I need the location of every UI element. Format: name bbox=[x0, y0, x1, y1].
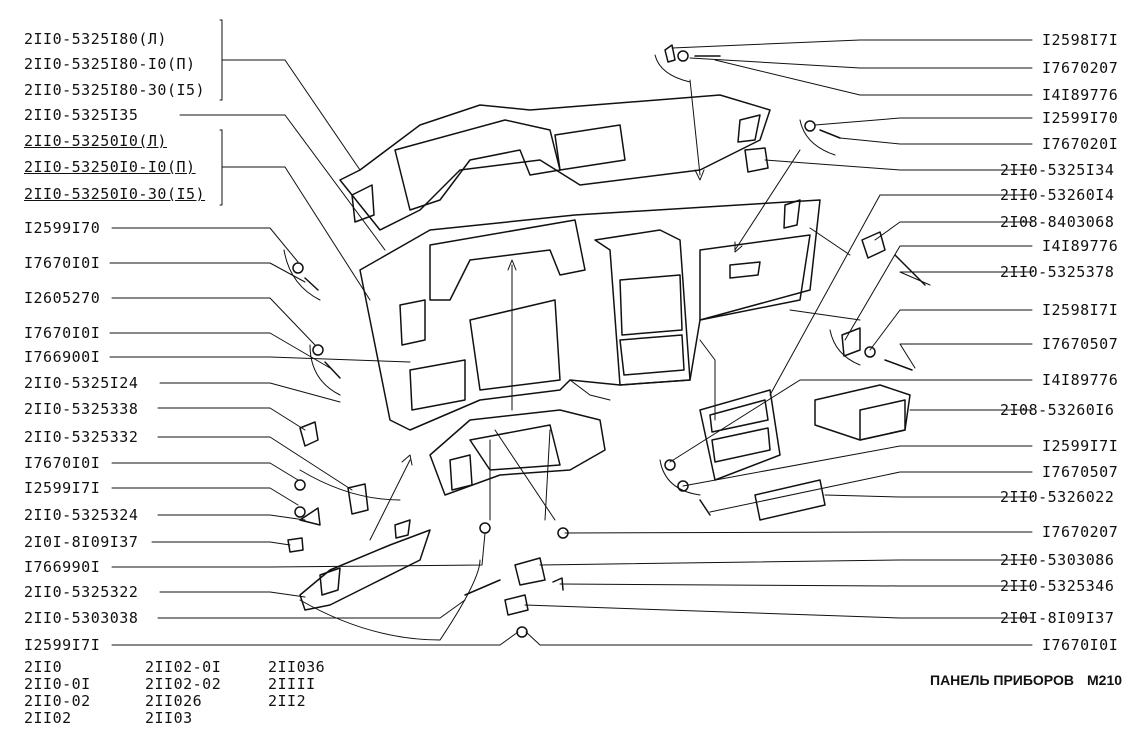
part-label: I767020I bbox=[1042, 135, 1119, 153]
model-list-col-3: 2II036 2IIII 2II2 bbox=[268, 659, 325, 710]
top-pad-part bbox=[339, 94, 771, 231]
model-code: 2II02-0I bbox=[145, 658, 222, 676]
part-label: I7670I0I bbox=[24, 254, 101, 272]
part-label: 2II0-53250I0-I0(П) bbox=[24, 158, 196, 176]
console-lid-part bbox=[754, 479, 826, 521]
part-label: I2598I7I bbox=[1042, 301, 1119, 319]
model-code: 2II026 bbox=[145, 692, 203, 710]
part-label: I7670I0I bbox=[24, 454, 101, 472]
part-label: 2I0I-8I09I37 bbox=[1000, 609, 1115, 627]
part-label: 2II0-5325332 bbox=[24, 428, 139, 446]
model-code: 2II02 bbox=[24, 709, 72, 727]
part-label: 2II0-5325I80-I0(П) bbox=[24, 55, 196, 73]
part-label: 2II0-5325322 bbox=[24, 583, 139, 601]
part-label: I4I89776 bbox=[1042, 86, 1119, 104]
part-label: I7670207 bbox=[1042, 59, 1119, 77]
main-panel-part bbox=[359, 199, 821, 431]
part-label: 2II0-5325378 bbox=[1000, 263, 1115, 281]
part-label: 2II0-5325I80-30(I5) bbox=[24, 81, 206, 99]
part-label: 2II0-53260I4 bbox=[1000, 186, 1115, 204]
part-label: I7670507 bbox=[1042, 463, 1119, 481]
glovebox-lid-part bbox=[299, 519, 431, 611]
part-label: 2I08-8403068 bbox=[1000, 213, 1115, 231]
part-label: I7670I0I bbox=[24, 324, 101, 342]
part-label: I2599I7I bbox=[1042, 437, 1119, 455]
part-label: I2599I70 bbox=[24, 219, 101, 237]
part-label: 2II0-5325324 bbox=[24, 506, 139, 524]
part-label: 2II0-5325I24 bbox=[24, 374, 139, 392]
part-label: I7670207 bbox=[1042, 523, 1119, 541]
part-label: 2I0I-8I09I37 bbox=[24, 533, 139, 551]
part-label: 2II0-5325I80(Л) bbox=[24, 30, 167, 48]
part-label: 2II0-5325I35 bbox=[24, 106, 139, 124]
part-label: I2599I7I bbox=[24, 479, 101, 497]
part-label: 2II0-5325I34 bbox=[1000, 161, 1115, 179]
sheet-title: ПАНЕЛЬ ПРИБОРОВ bbox=[930, 672, 1074, 688]
right-leader-lines bbox=[524, 39, 1033, 646]
part-label: I2599I70 bbox=[1042, 109, 1119, 127]
part-label: I766900I bbox=[24, 348, 101, 366]
part-label: I7670I0I bbox=[1042, 636, 1119, 654]
group-arcs bbox=[283, 54, 861, 641]
part-label: I4I89776 bbox=[1042, 237, 1119, 255]
left-leader-lines bbox=[109, 19, 519, 646]
part-label: I7670507 bbox=[1042, 335, 1119, 353]
part-label: I2599I7I bbox=[24, 636, 101, 654]
model-code: 2IIII bbox=[268, 675, 316, 693]
part-label: 2II0-53250I0-30(I5) bbox=[24, 185, 206, 203]
part-label: 2II0-53250I0(Л) bbox=[24, 132, 167, 150]
cluster-bezel-part bbox=[429, 409, 606, 496]
model-code: 2II0-02 bbox=[24, 692, 91, 710]
pocket-box-part bbox=[814, 384, 911, 441]
fasteners bbox=[287, 44, 926, 638]
part-label: 2II0-5326022 bbox=[1000, 488, 1115, 506]
model-list-col-1: 2II0 2II0-0I 2II0-02 2II02 bbox=[24, 659, 91, 727]
model-code: 2II03 bbox=[145, 709, 193, 727]
model-code: 2II2 bbox=[268, 692, 307, 710]
part-label: 2II0-5325346 bbox=[1000, 577, 1115, 595]
part-label: 2II0-5303038 bbox=[24, 609, 139, 627]
console-frame-part bbox=[699, 389, 781, 481]
model-list-col-2: 2II02-0I 2II02-02 2II026 2II03 bbox=[145, 659, 221, 727]
part-label: I2598I7I bbox=[1042, 31, 1119, 49]
model-code: 2II036 bbox=[268, 658, 326, 676]
part-label: 2II0-5303086 bbox=[1000, 551, 1115, 569]
part-label: I4I89776 bbox=[1042, 371, 1119, 389]
part-label: I766990I bbox=[24, 558, 101, 576]
model-code: 2II0 bbox=[24, 658, 63, 676]
model-code: 2II02-02 bbox=[145, 675, 222, 693]
model-code: 2II0-0I bbox=[24, 675, 91, 693]
part-label: 2II0-5325338 bbox=[24, 400, 139, 418]
part-label: I2605270 bbox=[24, 289, 101, 307]
sheet-code: M210 bbox=[1087, 672, 1123, 688]
part-label: 2I08-53260I6 bbox=[1000, 401, 1115, 419]
